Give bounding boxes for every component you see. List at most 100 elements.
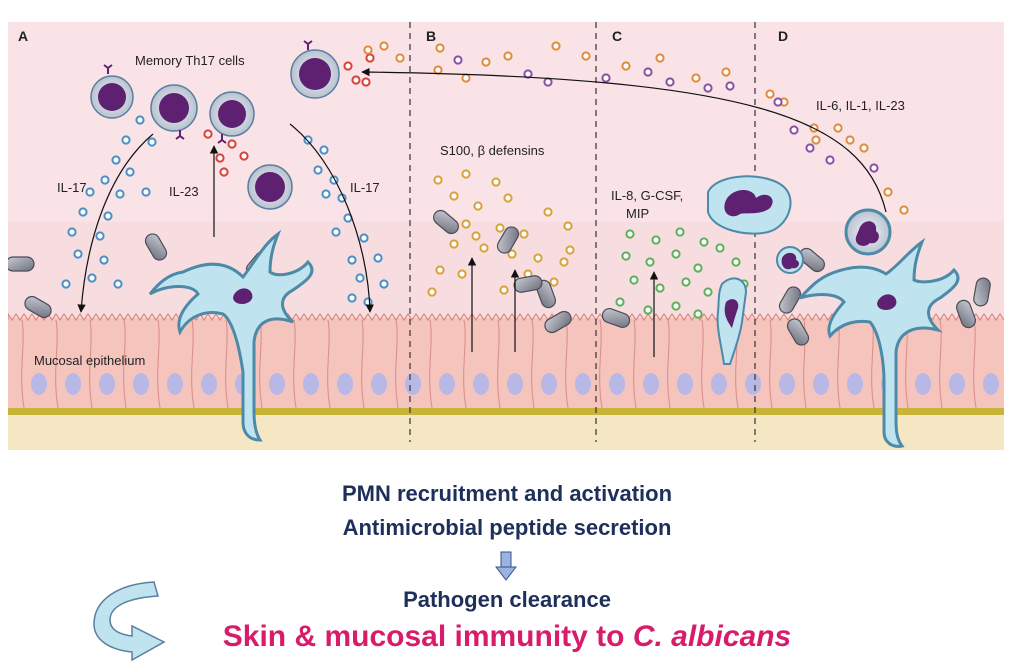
transmigrating-neutrophil [716, 277, 748, 365]
cytokine-dot [395, 53, 405, 63]
cell-border [463, 319, 467, 409]
cell-border [225, 319, 229, 409]
cell-border [633, 319, 637, 409]
candida-yeast [496, 226, 520, 254]
cytokine-dot [833, 123, 843, 133]
cytokine-dot [883, 187, 893, 197]
cytokine-dot [449, 239, 459, 249]
cell-border [939, 319, 943, 409]
cytokine-dot [135, 115, 145, 125]
candida-yeast [778, 286, 802, 314]
cytokine-dot [331, 227, 341, 237]
cytokine-dot [99, 255, 109, 265]
cell-border [21, 319, 25, 409]
cytokine-dot [347, 255, 357, 265]
cytokine-dot [215, 153, 225, 163]
cytokine-dot [433, 175, 443, 185]
epithelial-nucleus [813, 373, 829, 395]
cytokine-dot [363, 45, 373, 55]
cell-border [89, 319, 93, 409]
cytokine-dot [507, 249, 517, 259]
candida-yeast [433, 209, 459, 235]
label-il6: IL-6, IL-1, IL-23 [816, 98, 905, 113]
epithelial-nucleus [269, 373, 285, 395]
candida-yeast [973, 277, 991, 307]
epithelial-nucleus [473, 373, 489, 395]
candida-yeast [956, 299, 976, 329]
cytokine-dot [725, 81, 735, 91]
th17-cell-3 [209, 91, 255, 137]
cell-border [599, 319, 603, 409]
cytokine-dot [655, 283, 665, 293]
label-il17-right: IL-17 [350, 180, 380, 195]
cytokine-dot [491, 177, 501, 187]
cell-border [497, 319, 501, 409]
cytokine-dot [703, 287, 713, 297]
epithelial-nucleus [677, 373, 693, 395]
cytokine-dot [125, 167, 135, 177]
cell-border [531, 319, 535, 409]
candida-yeast [799, 247, 825, 273]
cytokine-dot [461, 219, 471, 229]
neutrophil-1 [707, 175, 792, 235]
cytokine-dot [543, 207, 553, 217]
candida-yeast [786, 318, 810, 346]
cytokine-dot [351, 75, 361, 85]
cytokine-dot [703, 83, 713, 93]
label-il17-left: IL-17 [57, 180, 87, 195]
cytokine-dot [343, 61, 353, 71]
tcr-receptors [103, 40, 313, 144]
cytokine-dot [721, 67, 731, 77]
cytokine-dot [473, 201, 483, 211]
caption-pathogen-clearance: Pathogen clearance [403, 587, 611, 612]
cytokine-dot [899, 205, 909, 215]
epithelial-nucleus [99, 373, 115, 395]
epithelial-nucleus [65, 373, 81, 395]
candida-yeast [24, 295, 52, 319]
th17-cell-4 [290, 49, 340, 99]
cytokine-dot [365, 53, 375, 63]
label-il23: IL-23 [169, 184, 199, 199]
cytokine-dot [361, 77, 371, 87]
candida-yeast [601, 308, 631, 328]
cytokine-dot [433, 65, 443, 75]
dendritic-cell-d [798, 208, 960, 448]
cytokine-dot [693, 309, 703, 319]
cytokine-dot [559, 257, 569, 267]
label-il8-line1: IL-8, G-CSF, [611, 188, 683, 203]
cytokine-dot [671, 249, 681, 259]
cytokine-dot [453, 55, 463, 65]
epithelial-nucleus [847, 373, 863, 395]
panel-letter-d: D [778, 28, 788, 44]
cell-border [395, 319, 399, 409]
cytokine-dot [61, 279, 71, 289]
cytokine-dot [543, 77, 553, 87]
cell-border [803, 319, 807, 409]
cytokine-dot [67, 227, 77, 237]
caption-antimicrobial-peptide: Antimicrobial peptide secretion [342, 515, 672, 540]
cytokine-dot [461, 169, 471, 179]
epithelial-nucleus [541, 373, 557, 395]
epithelial-nucleus [609, 373, 625, 395]
cytokine-dot [563, 221, 573, 231]
caption-pmn-recruitment: PMN recruitment and activation [341, 481, 673, 506]
epithelial-nucleus [439, 373, 455, 395]
cell-border [667, 319, 671, 409]
candida-yeast [513, 275, 543, 293]
cytokine-dot [765, 89, 775, 99]
cytokine-dot [549, 277, 559, 287]
cytokine-dot [715, 243, 725, 253]
epithelial-nucleus [643, 373, 659, 395]
panel-letter-b: B [426, 28, 436, 44]
signal-arrows [77, 67, 887, 357]
cell-border [191, 319, 195, 409]
mucosal-epithelium [8, 312, 1004, 450]
cytokine-dot [379, 41, 389, 51]
cytokine-dot [805, 143, 815, 153]
cell-border [361, 319, 365, 409]
cytokine-dot [693, 263, 703, 273]
label-mucosal-epithelium: Mucosal epithelium [34, 353, 145, 368]
cytokine-dot [363, 297, 373, 307]
th17-cell-2 [150, 84, 198, 132]
cytokine-dot [457, 269, 467, 279]
